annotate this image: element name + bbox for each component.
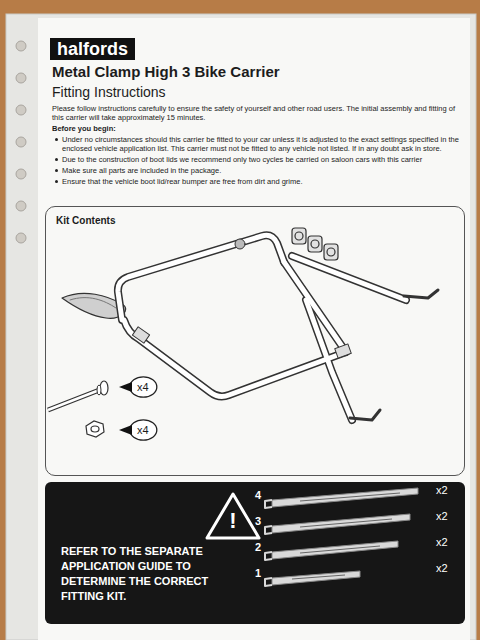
bike-carrier <box>124 320 346 396</box>
strap-number: 2 <box>255 541 261 554</box>
strap-number: 1 <box>255 567 261 580</box>
punched-holes <box>16 233 26 243</box>
bullet-dot <box>55 158 58 161</box>
fitting-straps <box>272 541 398 559</box>
bullet-dot <box>55 138 58 141</box>
quantity-callout-text: x4 <box>137 376 149 398</box>
warning-band-text: REFER TO THE SEPARATE APPLICATION GUIDE … <box>61 544 239 604</box>
fitting-straps <box>272 571 360 585</box>
plastic-sleeve <box>6 14 476 640</box>
quantity: x2 <box>436 484 448 497</box>
bike-carrier <box>62 228 438 420</box>
bike-carrier <box>292 256 406 300</box>
paper-sheet <box>38 18 470 640</box>
bike-carrier <box>324 244 338 260</box>
bike-carrier <box>292 228 306 244</box>
subtitle: Fitting Instructions <box>52 84 166 101</box>
bolt <box>48 381 108 410</box>
quantity: x2 <box>436 536 448 549</box>
bike-carrier <box>118 235 284 320</box>
bullet-text: Make sure all parts are included in the … <box>62 166 460 175</box>
warning-triangle-text: ! <box>205 508 261 534</box>
punched-holes <box>16 137 26 147</box>
bullet-text: Under no circumstances should this carri… <box>62 135 460 153</box>
warning-triangle: ! <box>205 492 261 540</box>
bolt <box>48 389 102 410</box>
quantity: x2 <box>436 562 448 575</box>
bike-carrier <box>295 232 303 240</box>
bike-carrier <box>292 228 338 260</box>
nut <box>91 426 99 432</box>
bike-carrier <box>132 327 149 343</box>
fitting-straps <box>265 526 272 534</box>
fitting-straps <box>265 500 272 508</box>
fitting-straps <box>272 488 418 507</box>
strap-number: 4 <box>255 489 261 502</box>
nut <box>86 421 104 437</box>
kit-contents-panel: Kit Contents x4 x4 <box>45 206 465 476</box>
instruction-text: Please follow instructions carefully to … <box>52 104 460 122</box>
nut <box>86 421 104 437</box>
punched-holes <box>16 105 26 115</box>
quantity-callout: x4 <box>119 419 158 441</box>
callout-oval <box>130 377 157 397</box>
fitting-straps <box>272 514 410 533</box>
kit-contents-panel-text: Kit Contents <box>56 215 454 226</box>
bike-carrier <box>335 344 352 358</box>
punched-holes <box>16 41 26 243</box>
bike-carrier <box>124 320 346 396</box>
bullet-text: Ensure that the vehicle boot lid/rear bu… <box>62 177 460 186</box>
pointer <box>119 382 132 392</box>
fitting-straps <box>300 519 392 527</box>
bike-carrier <box>306 300 352 420</box>
brand-logo: halfords <box>50 38 135 60</box>
bike-carrier <box>118 235 284 320</box>
bullet-text: Due to the construction of boot lids we … <box>62 155 460 164</box>
fitting-straps <box>300 493 400 501</box>
brand-logo-text: halfords <box>57 38 128 60</box>
bullet-dot <box>55 180 58 183</box>
bike-carrier <box>327 248 335 256</box>
punched-holes <box>16 73 26 83</box>
bike-carrier <box>292 256 406 300</box>
punched-holes <box>16 201 26 211</box>
document-title: Metal Clamp High 3 Bike Carrier <box>52 63 280 81</box>
fitting-straps <box>300 546 380 553</box>
punched-holes <box>16 41 26 51</box>
fitting-straps <box>292 575 345 579</box>
quantity-callout: x4 <box>119 376 158 398</box>
bike-carrier <box>118 235 406 420</box>
bolt <box>97 385 101 395</box>
bullet-dot <box>55 169 58 172</box>
bike-carrier <box>350 410 380 420</box>
callout-oval <box>130 420 157 440</box>
bike-carrier <box>308 236 322 252</box>
instruction-text: Before you begin: <box>52 124 460 133</box>
quantity: x2 <box>436 510 448 523</box>
strap-number: 3 <box>255 515 261 528</box>
bike-carrier <box>311 240 319 248</box>
pointer <box>119 425 132 435</box>
fitting-straps <box>265 552 272 560</box>
bike-carrier <box>70 298 116 308</box>
fitting-straps <box>265 488 418 586</box>
fitting-straps <box>265 578 272 586</box>
bike-carrier <box>306 300 352 420</box>
bike-carrier <box>235 239 245 249</box>
punched-holes <box>16 169 26 179</box>
bike-carrier <box>404 290 438 298</box>
bolt <box>48 389 102 410</box>
bike-carrier <box>118 235 406 420</box>
quantity-callout-text: x4 <box>137 419 149 441</box>
